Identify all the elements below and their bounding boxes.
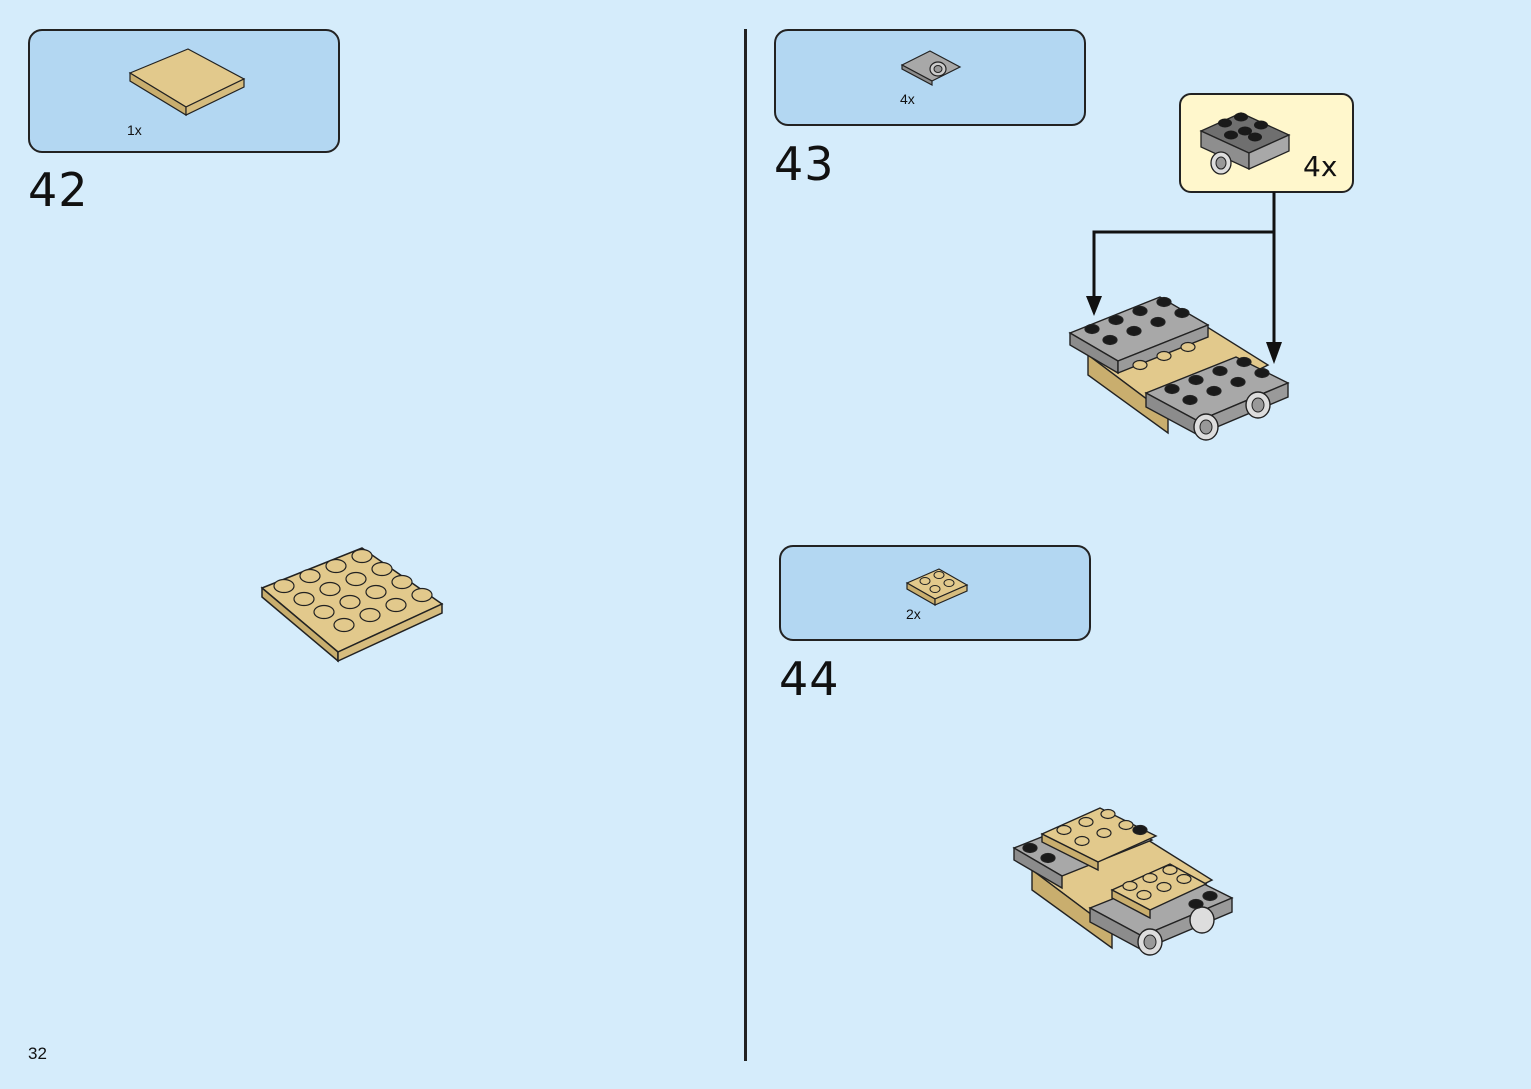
step-44-number: 44 — [779, 652, 840, 706]
step-44-build-assembly — [1012, 807, 1234, 956]
tan-plate-2x2-icon — [905, 568, 969, 607]
page-divider — [744, 29, 747, 1061]
step-42-parts-box: 1x — [28, 29, 340, 153]
step-42-parts-qty: 1x — [127, 122, 142, 138]
step-43-number: 43 — [774, 137, 835, 191]
tan-plate-4x4-icon — [128, 48, 246, 117]
step-44-parts-box: 2x — [779, 545, 1091, 641]
page-number: 32 — [28, 1044, 47, 1063]
step-42-build-tan-plate — [260, 547, 444, 663]
subassembly-callout: 4x — [1179, 93, 1354, 193]
step-43-parts-box: 4x — [774, 29, 1086, 126]
gray-wheel-holder-icon — [900, 50, 962, 86]
step-42-number: 42 — [28, 163, 89, 217]
subassembly-qty: 4x — [1303, 150, 1338, 183]
step-43-build-assembly — [1068, 296, 1290, 441]
step-43-parts-qty: 4x — [900, 91, 915, 107]
step-44-parts-qty: 2x — [906, 606, 921, 622]
step-43-placement-arrows — [1086, 192, 1282, 364]
gray-plate-2x2-with-wheel-holder-icon — [1199, 112, 1291, 175]
